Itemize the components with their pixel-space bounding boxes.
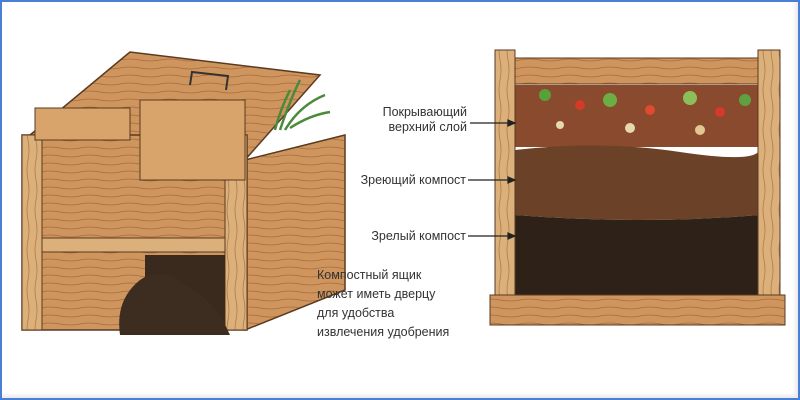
arrowhead-icon [507,232,517,240]
frame-bottom-board [489,294,786,326]
vegetation-bit [556,121,564,129]
vegetation-bit [739,94,751,106]
frame-top-board [514,57,759,85]
pointer-arrows [468,119,517,240]
label-mature-compost: Зрелый компост [371,229,466,243]
vegetation-bit [695,125,705,135]
layer-mature [515,215,760,295]
box-crossbar [41,237,226,253]
vegetation-bit [603,93,617,107]
lid-handle-icon [189,70,230,91]
frame-post-left [494,49,516,326]
layer-ripening [515,145,760,220]
arrowhead-icon [507,176,517,184]
compost-box [21,51,346,335]
label-top-layer-line2: верхний слой [388,120,467,134]
caption-line: для удобства [317,306,395,320]
frame-post-right [757,49,781,326]
box-post-left [21,134,43,331]
layer-top-cover [515,85,760,147]
vegetation-bits [539,89,751,135]
vegetation-bit [645,105,655,115]
label-ripening-compost: Зреющий компост [360,173,466,187]
caption: Компостный ящик может иметь дверцу для у… [317,266,449,342]
vegetation-bit [715,107,725,117]
compost-cross-section [489,49,786,326]
vegetation-bit [539,89,551,101]
lid-board-center [139,99,246,181]
caption-line: Компостный ящик [317,268,422,282]
lid-board-left [34,107,131,141]
caption-line: может иметь дверцу [317,287,436,301]
caption-line: извлечения удобрения [317,325,450,339]
vegetation-bit [625,123,635,133]
vegetation-bit [575,100,585,110]
arrowhead-icon [507,119,517,127]
label-top-layer: Покрывающий верхний слой [350,105,467,135]
vegetation-bit [683,91,697,105]
compost-pile [119,273,230,335]
label-top-layer-line1: Покрывающий [382,105,467,119]
grass-icon [273,79,331,131]
